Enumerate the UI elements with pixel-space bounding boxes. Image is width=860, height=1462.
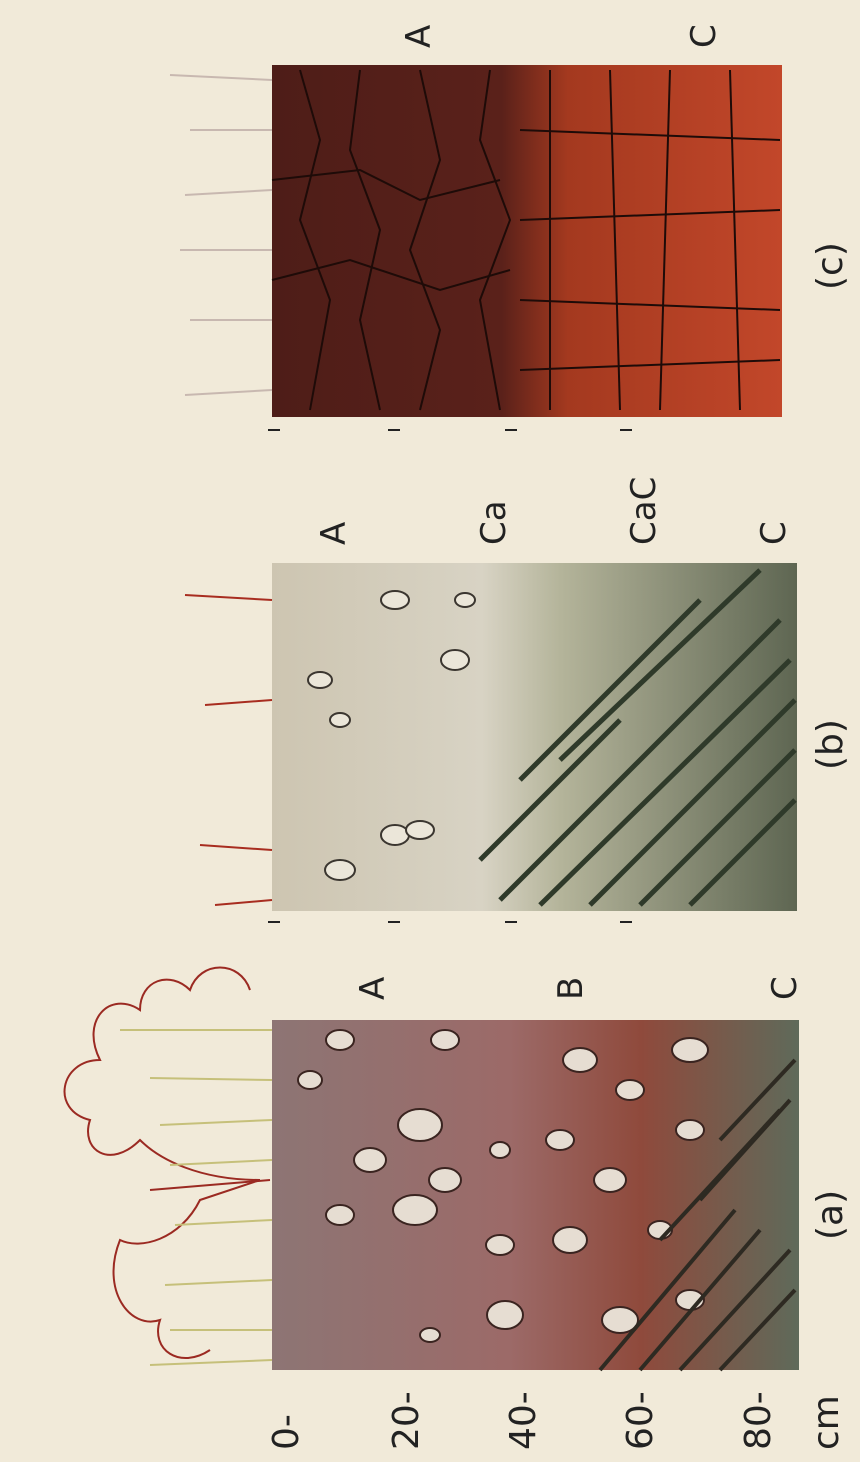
profile-c-horizon-A: A [399, 25, 439, 48]
profile-a [65, 968, 799, 1371]
depth-tick-40: 40- [503, 1391, 544, 1450]
tree-sketch [65, 968, 270, 1359]
profile-b-caption: (b) [810, 719, 851, 770]
profile-b-horizon-CaC: CaC [624, 477, 664, 545]
depth-unit: cm [806, 1395, 847, 1450]
depth-tick-20: 20- [386, 1391, 427, 1450]
profile-c-block [272, 65, 782, 417]
profile-c-horizon-C: C [684, 24, 724, 48]
grass-b [185, 595, 272, 905]
profile-a-horizon-A: A [353, 977, 393, 1000]
profile-c-caption: (c) [810, 242, 851, 290]
profile-a-horizon-B: B [551, 977, 591, 1000]
profile-a-caption: (a) [810, 1190, 851, 1240]
profile-a-block [272, 1020, 799, 1370]
profile-b-horizon-Ca: Ca [474, 500, 514, 545]
profile-b-horizon-C: C [754, 521, 794, 545]
profile-b-block [272, 563, 797, 911]
grass-a [120, 1030, 272, 1365]
profile-c [170, 65, 782, 417]
profile-b [185, 563, 797, 911]
profile-a-horizon-C: C [765, 976, 805, 1000]
grass-c [170, 75, 272, 395]
depth-tick-0: 0- [266, 1414, 307, 1450]
depth-axis: 0- 20- 40- 60- 80- cm [266, 1391, 847, 1450]
depth-tick-60: 60- [620, 1391, 661, 1450]
depth-tick-80: 80- [738, 1391, 779, 1450]
profile-b-horizon-A: A [314, 522, 354, 545]
